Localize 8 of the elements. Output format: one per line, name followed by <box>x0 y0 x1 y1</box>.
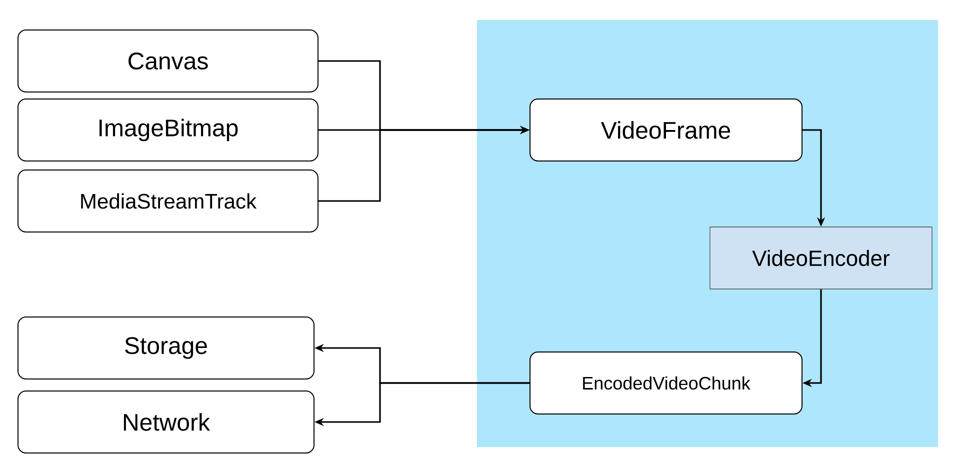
source-box: ImageBitmap <box>18 98 318 162</box>
encoder-box: VideoEncoder <box>710 226 932 290</box>
source-box: MediaStreamTrack <box>18 170 318 232</box>
output-box: Network <box>18 390 314 454</box>
process-box: EncodedVideoChunk <box>530 352 802 414</box>
output-box: Storage <box>18 316 314 380</box>
source-box: Canvas <box>18 30 318 92</box>
process-box: VideoFrame <box>530 98 802 162</box>
